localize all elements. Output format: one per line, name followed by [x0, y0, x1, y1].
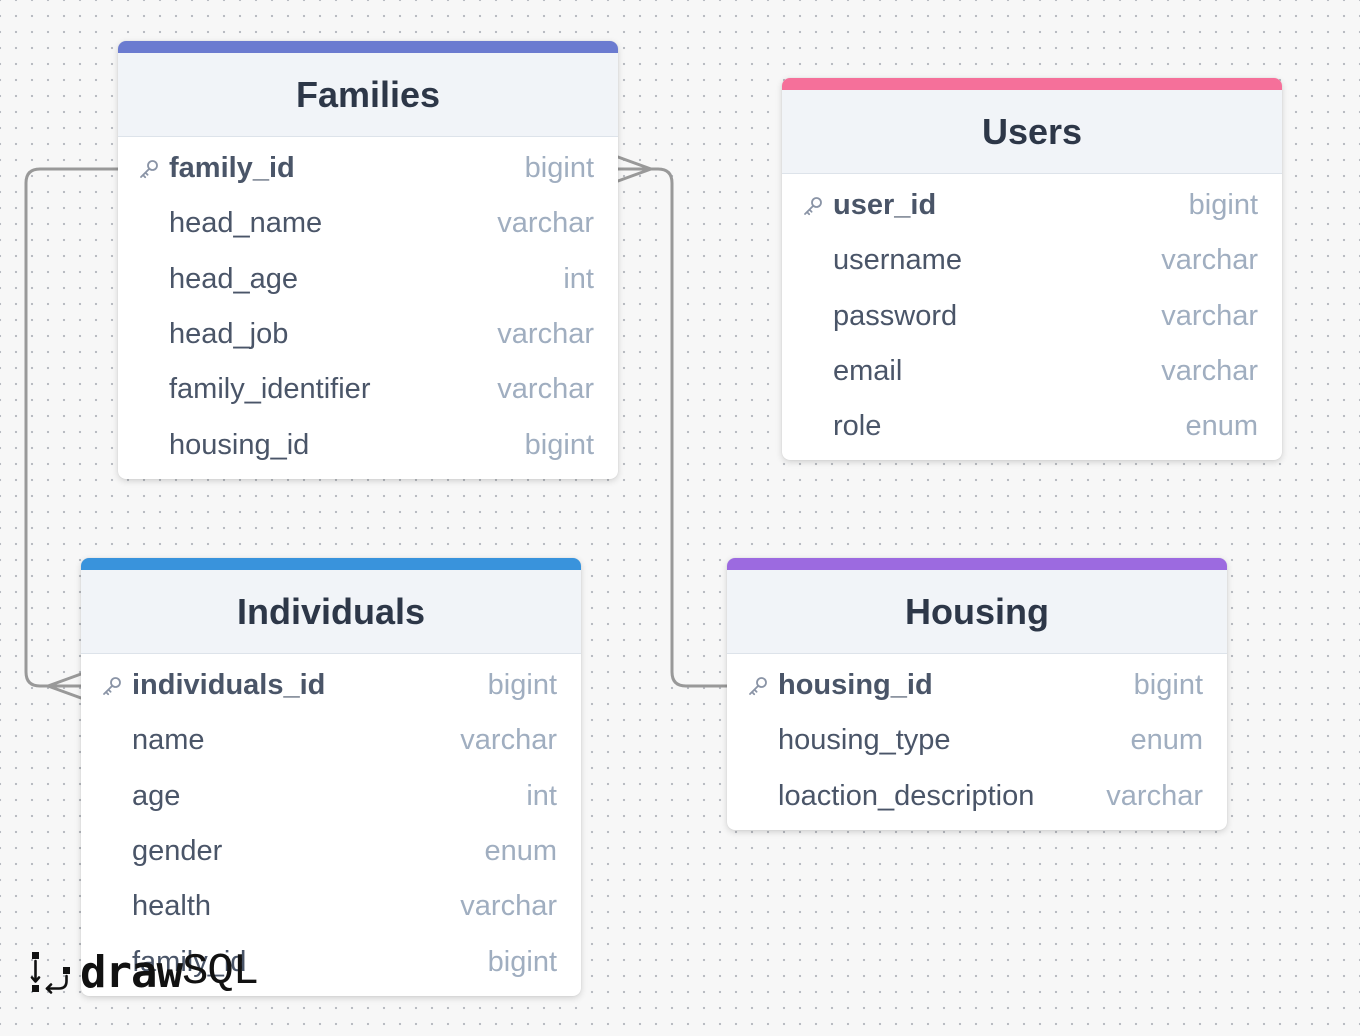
column-name: housing_type — [778, 724, 951, 757]
table-users[interactable]: Users user_id bigint username varchar pa… — [782, 78, 1282, 461]
column-list: housing_id bigint housing_type enum loac… — [727, 654, 1227, 830]
column-name: gender — [132, 835, 223, 868]
column-row[interactable]: user_id bigint — [782, 178, 1282, 233]
table-title[interactable]: Individuals — [81, 570, 581, 654]
column-name: age — [132, 779, 181, 812]
crowfoot-families — [616, 155, 653, 183]
column-row[interactable]: role enum — [782, 399, 1282, 454]
column-row[interactable]: housing_id bigint — [118, 417, 618, 472]
column-row[interactable]: health varchar — [81, 879, 581, 934]
key-icon — [804, 196, 822, 215]
column-name: username — [833, 244, 962, 277]
column-type: enum — [484, 835, 557, 868]
connector-housing-families — [616, 167, 729, 688]
logo-text-sql: SQL — [181, 947, 259, 997]
column-type: varchar — [1106, 779, 1203, 812]
column-name: family_id — [132, 945, 247, 978]
column-row[interactable]: loaction_description varchar — [727, 769, 1227, 824]
table-color-bar — [118, 41, 618, 53]
column-name: head_name — [169, 207, 323, 240]
column-name: head_age — [169, 262, 299, 295]
column-row[interactable]: name varchar — [81, 713, 581, 768]
column-type: varchar — [460, 890, 557, 923]
column-name: family_id — [169, 152, 295, 185]
column-name: health — [132, 890, 212, 923]
column-type: varchar — [497, 318, 594, 351]
column-type: int — [526, 779, 557, 812]
table-color-bar — [727, 558, 1227, 570]
table-title[interactable]: Housing — [727, 570, 1227, 654]
column-type: enum — [1130, 724, 1203, 757]
column-name: individuals_id — [132, 669, 326, 702]
column-list: individuals_id bigint name varchar age i… — [81, 654, 581, 996]
column-name: password — [833, 299, 958, 332]
column-row[interactable]: password varchar — [782, 289, 1282, 344]
column-type: varchar — [1161, 355, 1258, 388]
column-row[interactable]: family_id bigint — [118, 141, 618, 196]
column-type: bigint — [1133, 669, 1203, 702]
column-type: varchar — [497, 373, 594, 406]
logo-text-draw: draw — [80, 946, 183, 998]
table-housing[interactable]: Housing housing_id bigint housing_type e… — [727, 558, 1227, 830]
column-name: loaction_description — [778, 779, 1035, 812]
column-row[interactable]: head_age int — [118, 252, 618, 307]
column-name: name — [132, 724, 205, 757]
column-name: head_job — [169, 318, 289, 351]
column-type: int — [563, 262, 594, 295]
column-name: family_identifier — [169, 373, 371, 406]
column-type: enum — [1185, 410, 1258, 443]
column-row[interactable]: housing_id bigint — [727, 658, 1227, 713]
column-type: bigint — [1188, 189, 1258, 222]
column-type: varchar — [1161, 244, 1258, 277]
column-row[interactable]: individuals_id bigint — [81, 658, 581, 713]
column-type: varchar — [460, 724, 557, 757]
crowfoot-individuals — [46, 672, 83, 700]
column-name: housing_id — [778, 669, 933, 702]
column-name: role — [833, 410, 882, 443]
column-row[interactable]: email varchar — [782, 344, 1282, 399]
table-title[interactable]: Users — [782, 90, 1282, 174]
column-row[interactable]: head_name varchar — [118, 196, 618, 251]
column-list: user_id bigint username varchar password… — [782, 174, 1282, 460]
column-row[interactable]: family_identifier varchar — [118, 362, 618, 417]
column-type: varchar — [1161, 299, 1258, 332]
column-type: bigint — [487, 945, 557, 978]
column-type: varchar — [497, 207, 594, 240]
column-type: bigint — [524, 428, 594, 461]
drawsql-logo-icon — [30, 952, 70, 994]
column-row[interactable]: head_job varchar — [118, 307, 618, 362]
column-name: email — [833, 355, 903, 388]
column-row[interactable]: family_id bigint — [81, 934, 581, 989]
table-families[interactable]: Families family_id bigint head_name varc… — [118, 41, 618, 479]
column-row[interactable]: housing_type enum — [727, 713, 1227, 768]
column-name: user_id — [833, 189, 937, 222]
column-type: bigint — [524, 152, 594, 185]
table-individuals[interactable]: Individuals individuals_id bigint name v… — [81, 558, 581, 996]
connector-families-individuals — [24, 167, 120, 688]
column-row[interactable]: username varchar — [782, 233, 1282, 288]
column-type: bigint — [487, 669, 557, 702]
key-icon — [103, 676, 121, 695]
key-icon — [749, 676, 767, 695]
column-name: housing_id — [169, 428, 310, 461]
table-color-bar — [782, 78, 1282, 90]
column-row[interactable]: age int — [81, 769, 581, 824]
table-title[interactable]: Families — [118, 53, 618, 137]
key-icon — [140, 159, 158, 178]
table-color-bar — [81, 558, 581, 570]
column-list: family_id bigint head_name varchar head_… — [118, 137, 618, 479]
column-row[interactable]: gender enum — [81, 824, 581, 879]
